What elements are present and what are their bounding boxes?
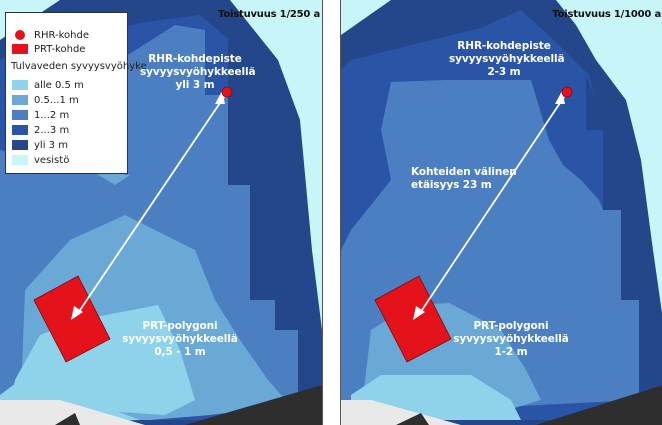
swatch-icon [12, 95, 28, 105]
swatch-icon [12, 140, 28, 150]
legend-vesisto: vesistö [12, 154, 69, 166]
red-rectangle-icon [12, 44, 28, 54]
rhr-annotation-line: syvyysvyöhykkeellä [449, 53, 565, 65]
legend-depth-alle-05: alle 0.5 m [12, 79, 84, 91]
prt-annotation-line: PRT-polygoni [473, 320, 549, 332]
prt-annotation-line: syvyysvyöhykkeellä [453, 333, 569, 345]
rhr-annotation-line: yli 3 m [175, 79, 215, 91]
swatch-icon [12, 155, 28, 165]
swatch-icon [12, 110, 28, 120]
rhr-annotation: RHR-kohdepiste syvyysvyöhykkeellä yli 3 … [140, 53, 256, 92]
panel-title: Toistuvuus 1/1000 a [552, 9, 661, 20]
legend-depth-2-3: 2...3 m [12, 124, 69, 136]
prt-polygon [374, 275, 452, 363]
flood-depth-map-1-1000 [341, 0, 662, 425]
swatch-icon [12, 80, 28, 90]
legend-depth-05-1: 0.5...1 m [12, 94, 79, 106]
legend-item-prt: PRT-kohde [12, 43, 85, 55]
legend-depth-yli-3: yli 3 m [12, 139, 68, 151]
prt-annotation: PRT-polygoni syvyysvyöhykkeellä 1-2 m [451, 320, 571, 359]
rhr-annotation-line: syvyysvyöhykkeellä [140, 66, 256, 78]
legend-depth-1-2: 1...2 m [12, 109, 69, 121]
legend-label: 0.5...1 m [34, 94, 79, 106]
rhr-point [221, 86, 233, 98]
panel-title: Toistuvuus 1/250 a [218, 9, 320, 20]
legend-heading: Tulvaveden syvyysvyöhyke [11, 61, 147, 72]
distance-annotation-line: Kohteiden välinen [411, 166, 517, 178]
prt-annotation-line: 1-2 m [494, 346, 528, 358]
prt-annotation-line: 0,5 - 1 m [154, 346, 206, 358]
map-legend: RHR-kohde PRT-kohde Tulvaveden syvyysvyö… [5, 12, 147, 174]
legend-label: PRT-kohde [34, 43, 86, 55]
rhr-point [561, 86, 573, 98]
rhr-annotation-line: RHR-kohdepiste [457, 40, 551, 52]
swatch-icon [12, 125, 28, 135]
prt-annotation: PRT-polygoni syvyysvyöhykkeellä 0,5 - 1 … [120, 320, 240, 359]
legend-label: alle 0.5 m [34, 79, 84, 91]
distance-annotation: Kohteiden välinen etäisyys 23 m [411, 166, 517, 192]
rhr-annotation: RHR-kohdepiste syvyysvyöhykkeellä 2-3 m [449, 40, 565, 79]
map-panel-1-250: Toistuvuus 1/250 a RHR-kohdepiste syvyys… [0, 0, 323, 425]
legend-label: yli 3 m [34, 139, 68, 151]
distance-annotation-line: etäisyys 23 m [411, 179, 492, 191]
rhr-annotation-line: 2-3 m [487, 66, 521, 78]
legend-label: vesistö [34, 154, 70, 166]
prt-annotation-line: syvyysvyöhykkeellä [122, 333, 238, 345]
legend-label: 2...3 m [34, 124, 70, 136]
legend-label: 1...2 m [34, 109, 70, 121]
legend-item-rhr: RHR-kohde [12, 29, 89, 41]
red-circle-icon [15, 30, 25, 40]
legend-label: RHR-kohde [34, 29, 90, 41]
map-panel-1-1000: Toistuvuus 1/1000 a RHR-kohdepiste syvyy… [340, 0, 662, 425]
prt-annotation-line: PRT-polygoni [142, 320, 218, 332]
rhr-annotation-line: RHR-kohdepiste [148, 53, 242, 65]
